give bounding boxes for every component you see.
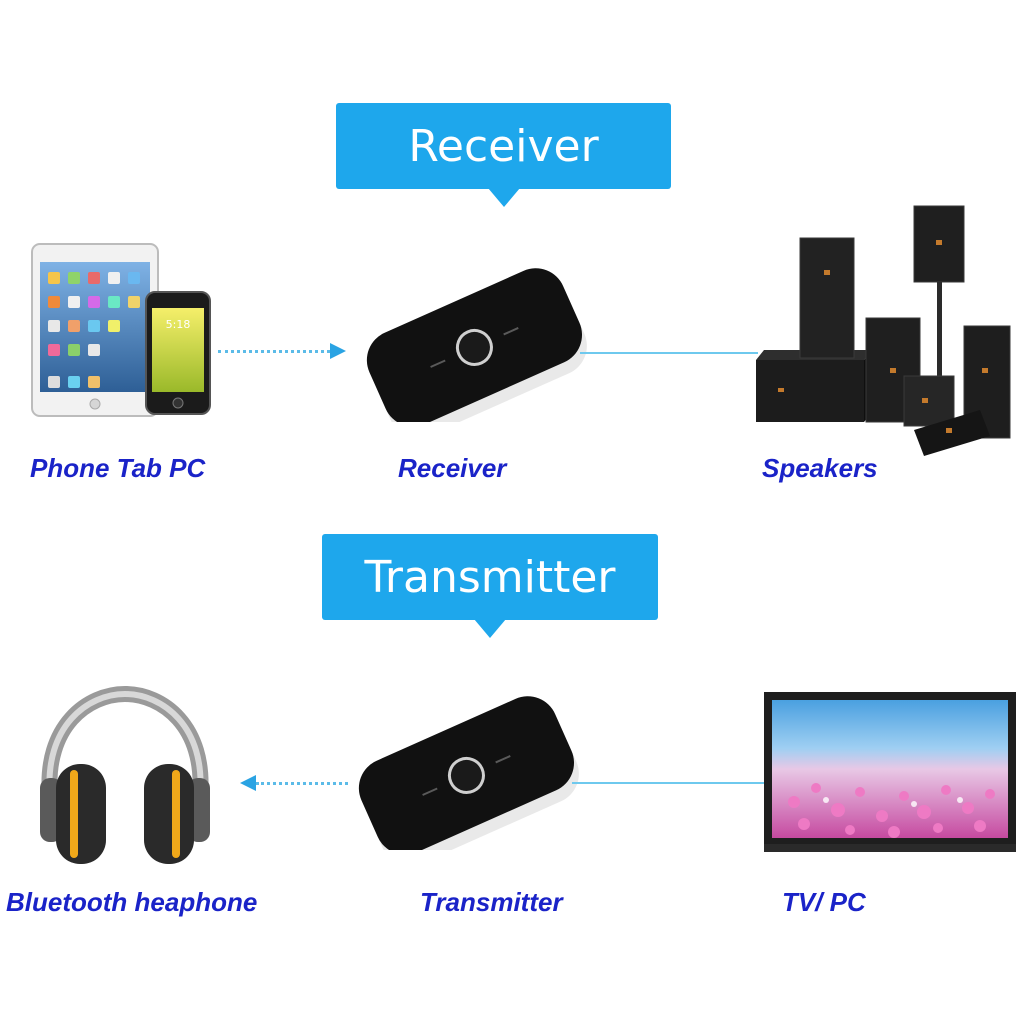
receiver-banner-pointer xyxy=(487,188,520,207)
transmitter-input-connector xyxy=(572,782,766,784)
tv-icon xyxy=(764,692,1016,852)
svg-text:5:18: 5:18 xyxy=(166,318,191,331)
label-phone-tab-pc: Phone Tab PC xyxy=(30,453,206,483)
speakers-icon xyxy=(756,205,1011,456)
receiver-output-connector xyxy=(580,352,758,354)
receiver-device-icon xyxy=(366,268,587,422)
label-tv-pc: TV/ PC xyxy=(782,887,866,917)
receiver-banner: Receiver xyxy=(336,103,671,207)
transmitter-output-arrow xyxy=(240,775,256,791)
label-receiver: Receiver xyxy=(398,453,507,483)
transmitter-device-icon xyxy=(358,696,579,850)
label-bluetooth-headphone: Bluetooth heaphone xyxy=(6,887,258,917)
transmitter-banner-text: Transmitter xyxy=(364,551,616,603)
transmitter-banner-pointer xyxy=(474,619,506,638)
transmitter-banner: Transmitter xyxy=(322,534,658,638)
receiver-banner-text: Receiver xyxy=(408,120,599,172)
headphones-icon xyxy=(40,686,210,864)
transmitter-output-connector xyxy=(256,782,348,785)
tablet-phone-icon: 5:18 xyxy=(31,243,211,417)
receiver-input-connector xyxy=(218,350,330,353)
label-speakers: Speakers xyxy=(762,453,878,483)
receiver-input-arrow xyxy=(330,343,346,359)
label-transmitter: Transmitter xyxy=(420,887,563,917)
